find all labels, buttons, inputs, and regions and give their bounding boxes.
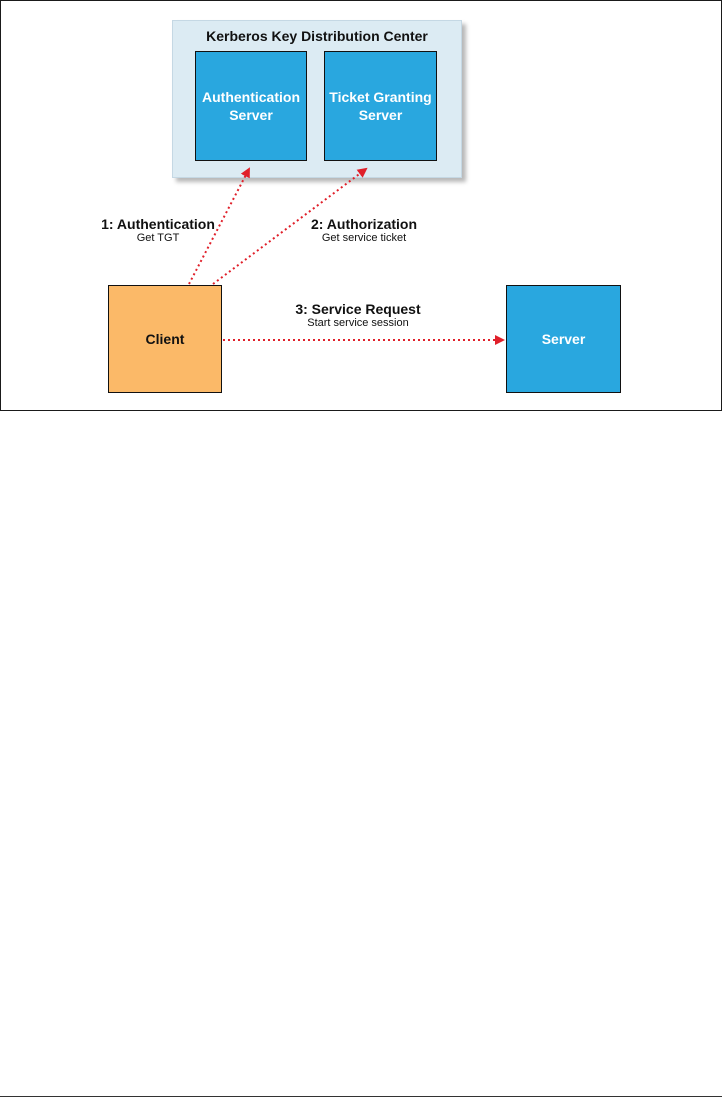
- step-1-title: 1: Authentication: [101, 216, 215, 232]
- diagram-frame: Kerberos Key Distribution Center Authent…: [0, 0, 722, 411]
- server-box: Server: [506, 285, 621, 393]
- ticket-granting-server-label: Ticket Granting Server: [329, 89, 432, 123]
- arrows-layer: [188, 167, 505, 345]
- key-distribution-center: Kerberos Key Distribution Center Authent…: [172, 20, 462, 178]
- step-1-label: 1: Authentication Get TGT: [97, 216, 219, 245]
- client-box: Client: [108, 285, 222, 393]
- step-1-subtitle: Get TGT: [136, 232, 180, 244]
- kdc-title: Kerberos Key Distribution Center: [206, 28, 428, 44]
- step-3-subtitle: Start service session: [307, 317, 409, 329]
- step-2-subtitle: Get service ticket: [321, 232, 407, 244]
- step-2-label: 2: Authorization Get service ticket: [301, 216, 427, 245]
- client-label: Client: [145, 331, 185, 347]
- step-3-label: 3: Service Request Start service session: [283, 301, 433, 330]
- step-3-title: 3: Service Request: [295, 301, 421, 317]
- ticket-granting-server-box: Ticket Granting Server: [324, 51, 437, 161]
- step-2-title: 2: Authorization: [310, 216, 418, 232]
- authentication-server-label: Authentication Server: [202, 89, 300, 123]
- server-label: Server: [541, 331, 586, 347]
- page-bottom-rule: [0, 1096, 722, 1097]
- authentication-server-box: Authentication Server: [195, 51, 307, 161]
- authentication-arrow: [188, 167, 250, 285]
- authorization-arrow: [212, 167, 368, 285]
